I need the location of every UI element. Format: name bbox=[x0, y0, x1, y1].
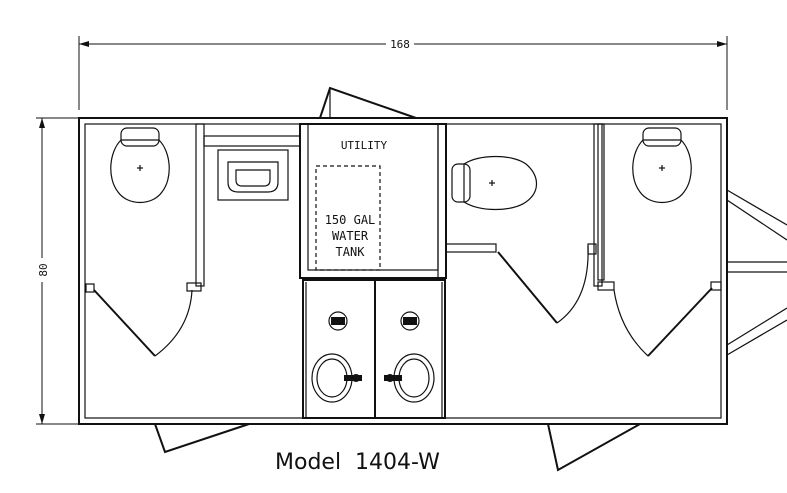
length-dimension: 168 bbox=[78, 36, 728, 110]
utility-label: UTILITY bbox=[341, 139, 388, 152]
left-toilet bbox=[110, 127, 170, 204]
utility-exterior-door bbox=[319, 86, 417, 119]
center-toilet bbox=[451, 155, 538, 211]
interior-partitions bbox=[195, 123, 605, 419]
right-exterior-door bbox=[547, 423, 641, 472]
right-sink bbox=[384, 353, 435, 403]
right-toilet bbox=[632, 127, 692, 204]
trailer-tongue bbox=[726, 189, 787, 356]
model-label: Model 1404-W bbox=[275, 450, 440, 475]
width-dimension: 80 bbox=[34, 117, 78, 425]
exterior-walls bbox=[78, 117, 728, 425]
urinal bbox=[217, 149, 289, 201]
right-stall-door bbox=[597, 281, 722, 357]
tank-label-line1: 150 GAL bbox=[325, 213, 376, 227]
tank-label-line2: WATER bbox=[332, 229, 369, 243]
width-label: 80 bbox=[37, 263, 50, 276]
tank-label-line3: TANK bbox=[336, 245, 366, 259]
left-soap-dispenser bbox=[328, 311, 348, 331]
water-tank bbox=[315, 165, 381, 271]
right-soap-dispenser bbox=[400, 311, 420, 331]
center-stall-door bbox=[497, 243, 597, 324]
left-stall-door bbox=[85, 282, 202, 357]
left-exterior-door bbox=[154, 423, 250, 454]
length-label: 168 bbox=[390, 38, 410, 51]
left-sink bbox=[311, 353, 362, 403]
